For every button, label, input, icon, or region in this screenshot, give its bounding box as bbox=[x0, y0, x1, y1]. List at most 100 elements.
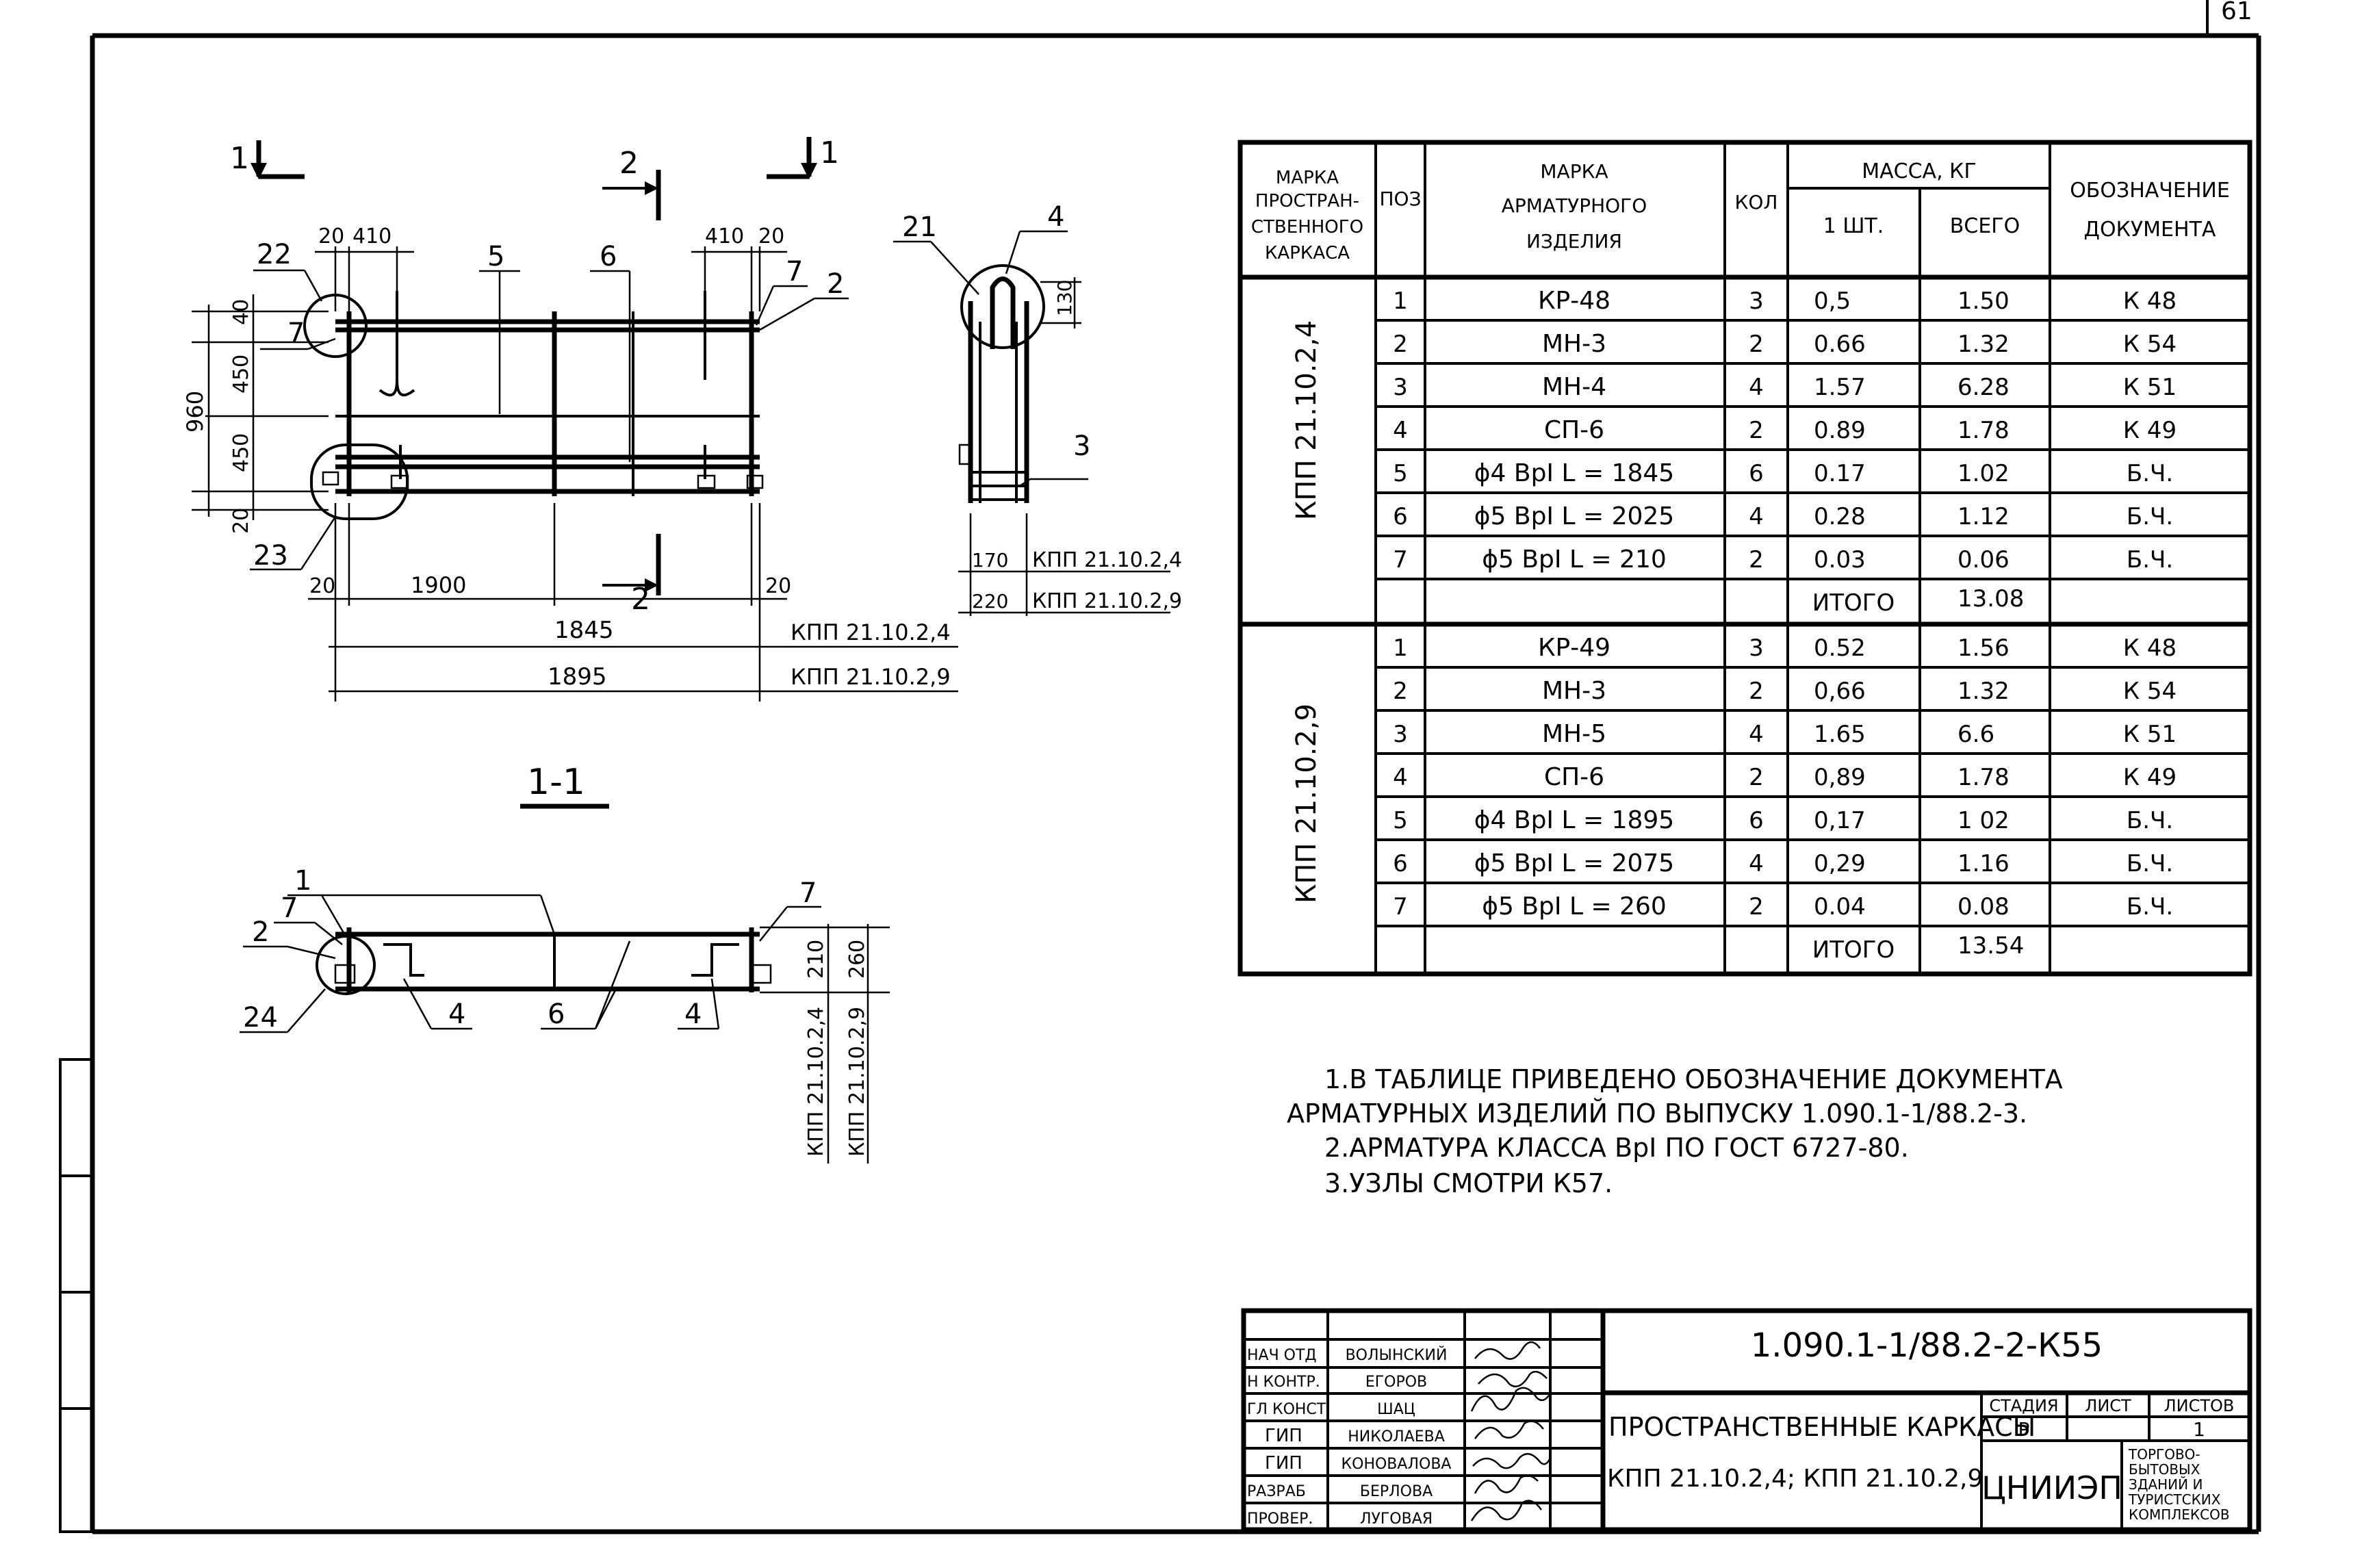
tb-role-3: ГЛ КОНСТ bbox=[1247, 1401, 1326, 1418]
th-doc-1: ОБОЗНАЧЕНИЕ bbox=[2070, 179, 2230, 203]
tb-stage-header: СТАДИЯ bbox=[1989, 1396, 2058, 1415]
table-cell-doc: Б.Ч. bbox=[2127, 850, 2173, 877]
table-cell-qty: 6 bbox=[1749, 807, 1764, 834]
tb-org-desc-2: БЫТОВЫХ bbox=[2129, 1461, 2200, 1478]
table-cell-item: СП-6 bbox=[1544, 763, 1604, 791]
section-1-1-view: 1-1 1 7 2 24 7 4 6 4 bbox=[240, 762, 890, 1164]
th-mass: МАССА, КГ bbox=[1862, 159, 1977, 183]
table-cell-qty: 4 bbox=[1749, 503, 1764, 530]
table-cell-one: 1.65 bbox=[1814, 721, 1866, 748]
end-view-frame-a-label: КПП 21.10.2,4 bbox=[1032, 548, 1182, 572]
table-cell-doc: Б.Ч. bbox=[2127, 460, 2173, 487]
table-cell-total: 1.12 bbox=[1957, 503, 2010, 530]
pos-22-label: 22 bbox=[257, 239, 292, 270]
pos-1-label-sec: 1 bbox=[294, 865, 311, 897]
tb-org-desc-3: ЗДАНИЙ И bbox=[2129, 1476, 2203, 1493]
note-line-2: АРМАТУРНЫХ ИЗДЕЛИЙ ПО ВЫПУСКУ 1.090.1-1/… bbox=[1287, 1098, 2027, 1129]
table-cell-pos: 2 bbox=[1393, 678, 1408, 705]
tb-role-6: РАЗРАБ bbox=[1247, 1483, 1306, 1500]
pos-4-label-end: 4 bbox=[1047, 201, 1064, 233]
table-cell-one: 0.66 bbox=[1814, 331, 1866, 358]
th-mark-item-2: АРМАТУРНОГО bbox=[1502, 194, 1647, 217]
table-cell-qty: 6 bbox=[1749, 460, 1764, 487]
table-cell-item: ϕ4 ВрI L = 1895 bbox=[1474, 806, 1674, 834]
table-cell-pos: 1 bbox=[1393, 287, 1408, 315]
dim-1895: 1895 bbox=[548, 663, 607, 691]
dim-40: 40 bbox=[229, 299, 253, 325]
table-cell-one: 0,29 bbox=[1814, 850, 1866, 877]
table-cell-doc: К 51 bbox=[2123, 721, 2177, 748]
dim-170: 170 bbox=[972, 549, 1008, 571]
table-cell-item: ϕ4 ВрI L = 1845 bbox=[1474, 459, 1674, 487]
tb-role-5: ГИП bbox=[1265, 1453, 1302, 1474]
table-cell-item: МН-3 bbox=[1542, 330, 1606, 358]
dim-260: 260 bbox=[845, 940, 869, 979]
note-line-1: 1.В ТАБЛИЦЕ ПРИВЕДЕНО ОБОЗНАЧЕНИЕ ДОКУМЕ… bbox=[1324, 1064, 2063, 1094]
table-cell-doc: К 54 bbox=[2123, 331, 2177, 358]
tb-name-3: ШАЦ bbox=[1377, 1401, 1415, 1418]
table-cell-doc: К 54 bbox=[2123, 678, 2177, 705]
dim-220: 220 bbox=[972, 590, 1008, 613]
frame-end-view: 21 4 130 3 170 КПП 21.10.2,4 220 КПП 21.… bbox=[893, 201, 1182, 616]
tb-sheet-header: ЛИСТ bbox=[2085, 1396, 2131, 1415]
table-cell-qty: 4 bbox=[1749, 374, 1764, 401]
pos-23-label: 23 bbox=[253, 540, 288, 571]
th-mark-spatial-2: ПРОСТРАН- bbox=[1255, 191, 1359, 211]
section-frame-b-label: КПП 21.10.2,9 bbox=[845, 1007, 869, 1157]
tb-name-7: ЛУГОВАЯ bbox=[1360, 1511, 1433, 1528]
dim-450-upper: 450 bbox=[229, 355, 253, 394]
table-cell-doc: К 48 bbox=[2123, 634, 2177, 662]
tb-name-2: ЕГОРОВ bbox=[1365, 1374, 1427, 1391]
section-frame-a-label: КПП 21.10.2,4 bbox=[804, 1007, 828, 1157]
table-cell-pos: 6 bbox=[1393, 850, 1408, 877]
table-cell-one: 0.89 bbox=[1814, 417, 1866, 444]
table-cell-total: 1.16 bbox=[1957, 850, 2010, 877]
table-cell-total: 1.32 bbox=[1957, 678, 2010, 705]
pos-7-label-left: 7 bbox=[287, 318, 305, 349]
table-cell-pos: 4 bbox=[1393, 764, 1408, 791]
table-cell-item: МН-4 bbox=[1542, 373, 1606, 401]
table-cell-pos: 7 bbox=[1393, 546, 1408, 574]
table-cell-doc: К 49 bbox=[2123, 417, 2177, 444]
dim-210: 210 bbox=[804, 940, 828, 979]
tb-org-desc-1: ТОРГОВО- bbox=[2128, 1446, 2200, 1463]
section-mark-1-right: 1 bbox=[820, 136, 839, 170]
table-cell-pos: 3 bbox=[1393, 374, 1408, 401]
tb-name-1: ВОЛЫНСКИЙ bbox=[1346, 1346, 1448, 1364]
table-cell-item: СП-6 bbox=[1544, 416, 1604, 444]
pos-4-label-sec-left: 4 bbox=[448, 999, 465, 1030]
tb-role-7: ПРОВЕР. bbox=[1247, 1511, 1313, 1528]
dim-410-top-right: 410 bbox=[705, 224, 744, 248]
table-cell-pos: 2 bbox=[1393, 331, 1408, 358]
table-cell-total: 1.78 bbox=[1957, 417, 2010, 444]
tb-sheets-header: ЛИСТОВ bbox=[2164, 1396, 2235, 1415]
table-cell-total: 0.08 bbox=[1957, 893, 2010, 921]
table-cell-qty: 2 bbox=[1749, 417, 1764, 444]
th-mark-spatial-4: КАРКАСА bbox=[1265, 243, 1350, 264]
dim-20-bottom-left: 20 bbox=[309, 574, 335, 598]
tb-name-5: КОНОВАЛОВА bbox=[1341, 1456, 1452, 1473]
dim-20-top-left: 20 bbox=[318, 224, 344, 248]
table-cell-qty: 4 bbox=[1749, 721, 1764, 748]
table-cell-total: 1.56 bbox=[1957, 634, 2010, 662]
table-cell-item: МН-3 bbox=[1542, 677, 1606, 705]
group-1-frame-label: КПП 21.10.2,4 bbox=[1291, 320, 1322, 520]
pos-21-label: 21 bbox=[902, 211, 937, 243]
title-block: НАЧ ОТД Н КОНТР. ГЛ КОНСТ ГИП ГИП РАЗРАБ… bbox=[1241, 1308, 2252, 1532]
tb-subtitle: КПП 21.10.2,4; КПП 21.10.2,9 bbox=[1607, 1465, 1983, 1493]
dim-frame-a-label: КПП 21.10.2,4 bbox=[791, 619, 951, 645]
th-doc-2: ДОКУМЕНТА bbox=[2084, 218, 2216, 242]
table-cell-total: 1.50 bbox=[1957, 287, 2010, 315]
table-cell-pos: 5 bbox=[1393, 807, 1408, 834]
tb-code: 1.090.1-1/88.2-2-К55 bbox=[1751, 1326, 2103, 1365]
dim-410-top-left: 410 bbox=[352, 224, 391, 248]
th-mark-spatial-3: СТВЕННОГО bbox=[1251, 217, 1363, 237]
table-cell-one: 0,89 bbox=[1814, 764, 1866, 791]
table-cell-pos: 3 bbox=[1393, 721, 1408, 748]
tb-role-4: ГИП bbox=[1265, 1426, 1302, 1446]
table-cell-qty: 2 bbox=[1749, 678, 1764, 705]
section-mark-1-left: 1 bbox=[230, 141, 249, 176]
tb-stage: Р bbox=[2018, 1418, 2030, 1441]
